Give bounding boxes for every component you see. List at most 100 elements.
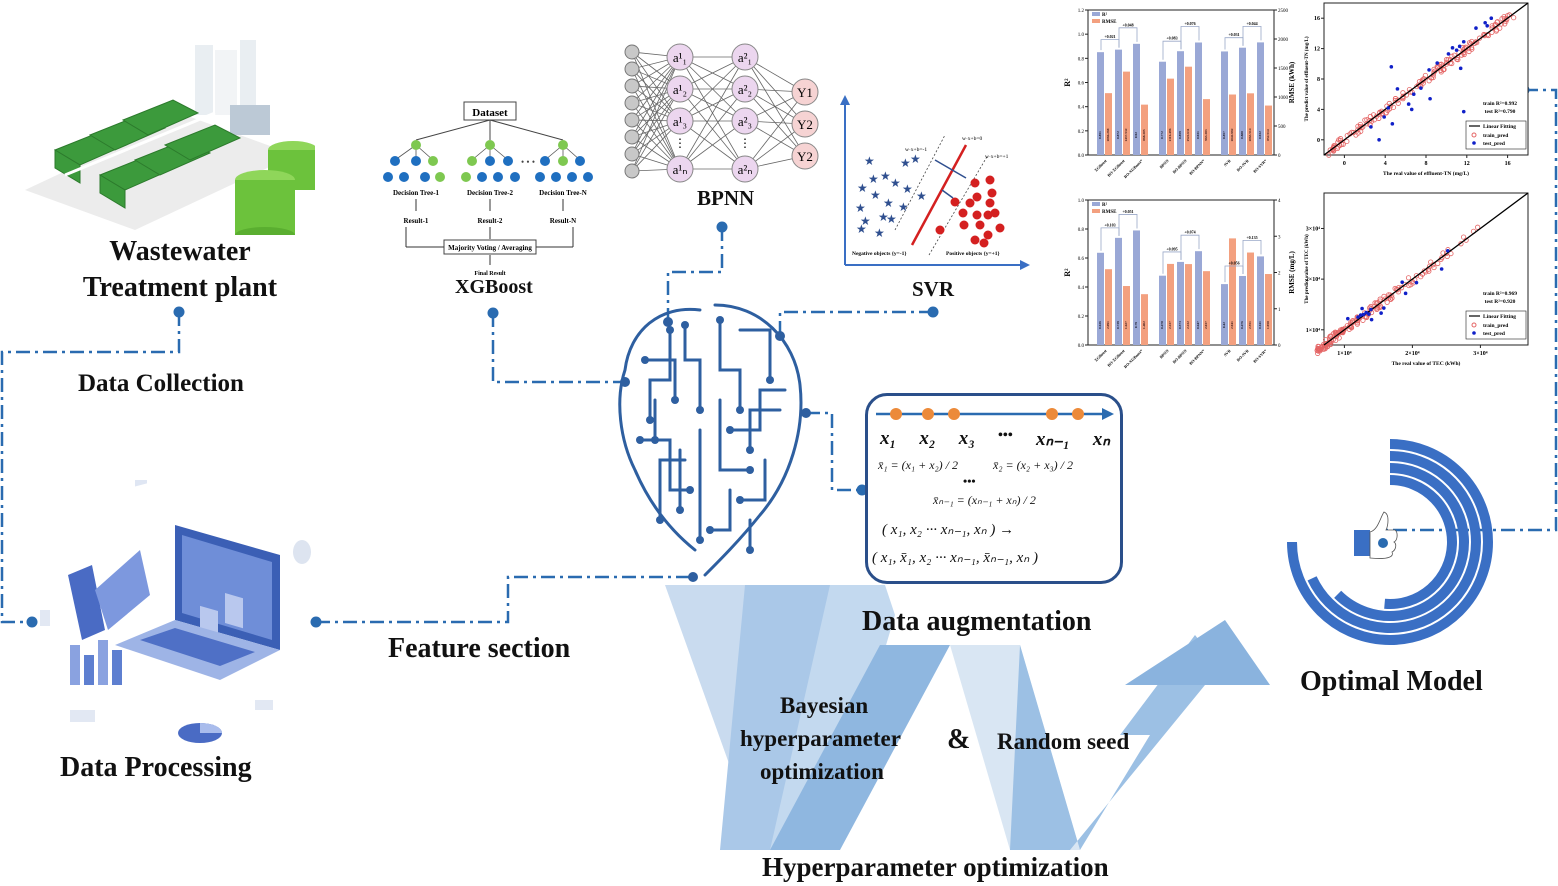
y-tick-label: 0.0: [1078, 154, 1085, 159]
bar-value-label: 1063.514: [1248, 128, 1252, 141]
train-point: [1395, 100, 1401, 106]
train-point: [1511, 15, 1517, 21]
train-point: [1444, 253, 1450, 260]
bar-r2: [1115, 49, 1122, 156]
bar-value-label: 0.931: [1196, 131, 1200, 139]
input-node: [624, 78, 640, 94]
y2-tick-label: 0: [1278, 344, 1281, 349]
output-node: [791, 78, 819, 106]
train-point: [1428, 259, 1434, 265]
sequence-point: [890, 408, 902, 420]
test-point: [1377, 138, 1381, 142]
train-point: [1439, 255, 1445, 261]
test-point: [1427, 68, 1431, 72]
input-node: [624, 129, 640, 145]
trees-ellipsis: • • •: [521, 157, 535, 167]
hidden1-label: a¹₂: [673, 82, 687, 97]
hidden1-label: a¹₁: [673, 50, 687, 65]
legend-swatch-rmse: [1092, 209, 1100, 213]
improvement-bracket: [1242, 240, 1262, 274]
bar-rmse: [1123, 286, 1130, 345]
bar-r2: [1159, 275, 1166, 345]
test-point: [1458, 66, 1463, 71]
dataset-box: Dataset: [472, 107, 508, 119]
x-axis-label: The real value of TEC (kWh): [1392, 360, 1461, 367]
test-point: [1386, 106, 1391, 110]
bar-value-label: 1.958: [1266, 321, 1270, 329]
bar-rmse: [1167, 263, 1174, 345]
train-point: [1326, 152, 1332, 158]
x-tick-label: XGBoost: [1093, 158, 1108, 173]
train-point: [1377, 296, 1383, 302]
legend-label: train_pred: [1483, 323, 1508, 329]
hidden2-label: a²ₙ: [738, 162, 753, 177]
test-point: [1358, 313, 1363, 317]
legend-label: Linear Fitting: [1483, 124, 1516, 130]
point-label: x₂: [919, 428, 936, 449]
hidden2-node: [731, 155, 759, 183]
hidden2-label: a²₃: [738, 114, 752, 129]
improvement-label: +0.021: [1104, 34, 1115, 39]
bar-value-label: 0.647: [1196, 321, 1200, 329]
node-dot: [310, 616, 322, 628]
train-point: [1360, 317, 1366, 323]
bar-value-label: 0.478: [1160, 321, 1164, 329]
train-point: [1336, 335, 1342, 341]
final-result-label: Final Result: [474, 271, 505, 277]
test-point: [1461, 109, 1466, 114]
point-label: •••: [998, 428, 1013, 443]
output-node: [791, 110, 819, 138]
bar-r2: [1195, 42, 1202, 155]
test-point: [1356, 315, 1360, 319]
bar-rmse: [1203, 271, 1210, 345]
train-point: [1370, 112, 1377, 118]
svr-eq-right: w·x+b=+1: [985, 154, 1009, 160]
train-point: [1364, 117, 1370, 123]
svr-eq-center: w·x+b=0: [962, 136, 983, 142]
x-tick-label: 8: [1425, 161, 1428, 167]
ampersand-label: &: [947, 724, 971, 755]
test-point: [1369, 317, 1374, 322]
train-point: [1420, 77, 1426, 83]
x-tick-label: BO-BPNN*: [1188, 348, 1206, 366]
input-node: [624, 44, 640, 60]
bar-r2: [1133, 43, 1140, 156]
bar-r2: [1257, 256, 1264, 345]
x-tick-label: BPNN: [1158, 348, 1169, 359]
test-point: [1379, 311, 1383, 315]
feature-section-label: Feature section: [388, 633, 571, 664]
negative-star: ★: [880, 169, 891, 183]
bar-value-label: 2.941: [1230, 321, 1234, 329]
y-tick-label: 3×10⁴: [1306, 226, 1320, 232]
node-dot: [173, 306, 185, 318]
train-point: [1376, 305, 1382, 311]
eq-mean-2: x̄₂ = (x₂ + x₃) / 2: [993, 458, 1074, 472]
train-point: [1431, 264, 1437, 271]
xgboost-diagram: Dataset • • • Decision Tree-1 Decision T…: [383, 101, 593, 277]
train-point: [1358, 128, 1364, 134]
y-tick-label: 0.6: [1078, 82, 1085, 87]
improvement-label: +0.051: [1122, 209, 1133, 214]
x-tick-label: 16: [1505, 161, 1511, 167]
arc: [1384, 475, 1457, 609]
test-point: [1346, 316, 1350, 321]
node-dot: [856, 484, 868, 496]
train-point: [1400, 93, 1406, 99]
y-tick-label: 0.2: [1078, 315, 1085, 320]
sequence-point: [1046, 408, 1058, 420]
bar-rmse: [1265, 274, 1272, 345]
bar-value-label: 0.872: [1116, 131, 1120, 139]
train-point: [1325, 343, 1331, 350]
bar-rmse: [1265, 105, 1272, 155]
test-point: [1389, 65, 1394, 69]
train-point: [1422, 72, 1429, 79]
bar-value-label: 0.772: [1160, 131, 1164, 139]
hidden1-node: [666, 107, 694, 135]
optimization-arrow: [665, 585, 1270, 850]
train-point: [1418, 274, 1424, 280]
legend-label: train_pred: [1483, 133, 1508, 139]
bar-chart-tec: 0.00.20.40.60.81.01.20500100015002000250…: [1063, 9, 1296, 179]
test-point: [1439, 267, 1444, 271]
y-tick-label: 1.0: [1078, 199, 1085, 204]
test-point: [1382, 306, 1386, 310]
